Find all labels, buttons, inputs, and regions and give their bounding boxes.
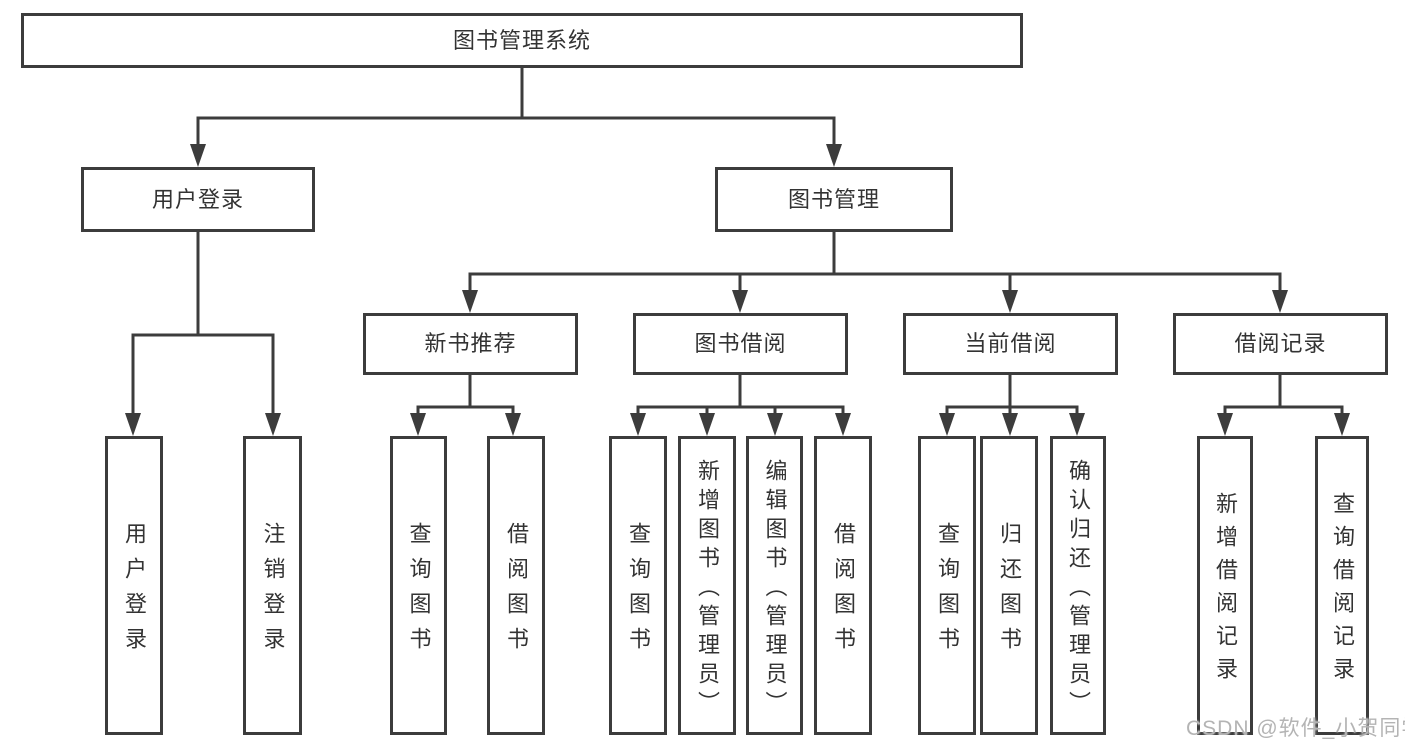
leaf-newbooks-query: 查询图书 [390, 436, 447, 735]
node-book-borrowing-label: 图书借阅 [694, 331, 787, 356]
connector-borrowrecords-to-leaves [1223, 373, 1344, 418]
leaf-records-add-label: 新增借阅记录 [1213, 492, 1238, 690]
leaf-borrowing-edit-admin-label: 编辑图书（管理员） [762, 458, 788, 720]
node-current-borrowing: 当前借阅 [903, 313, 1118, 375]
node-root: 图书管理系统 [21, 13, 1023, 68]
connector-userlogin-to-leaves [131, 230, 275, 418]
node-book-borrowing: 图书借阅 [633, 313, 848, 375]
leaf-borrowing-borrow: 借阅图书 [814, 436, 872, 735]
leaf-current-return-label: 归还图书 [997, 522, 1022, 662]
leaf-borrowing-query-label: 查询图书 [626, 522, 651, 662]
csdn-watermark: CSDN @软件_小贺同学 [1186, 717, 1405, 740]
leaf-borrowing-add-admin-label: 新增图书（管理员） [695, 458, 720, 720]
arrowhead-icons [125, 144, 1350, 436]
leaf-borrowing-edit-admin: 编辑图书（管理员） [746, 436, 803, 735]
node-current-borrowing-label: 当前借阅 [964, 331, 1057, 356]
leaf-borrowing-borrow-label: 借阅图书 [831, 522, 856, 662]
leaf-records-query-label: 查询借阅记录 [1330, 492, 1355, 690]
connector-newbooks-to-leaves [416, 373, 515, 418]
node-new-book-recommend-label: 新书推荐 [424, 331, 517, 356]
leaf-logout: 注销登录 [243, 436, 302, 735]
node-borrow-records-label: 借阅记录 [1234, 331, 1327, 356]
connector-bookmgmt-to-level3 [468, 230, 1282, 295]
node-root-label: 图书管理系统 [452, 27, 591, 53]
leaf-borrowing-add-admin: 新增图书（管理员） [678, 436, 736, 735]
leaf-current-query: 查询图书 [918, 436, 976, 735]
leaf-current-query-label: 查询图书 [935, 522, 960, 662]
connector-bookborrow-to-leaves [636, 373, 845, 418]
leaf-newbooks-borrow: 借阅图书 [487, 436, 545, 735]
leaf-records-add: 新增借阅记录 [1197, 436, 1253, 735]
node-new-book-recommend: 新书推荐 [363, 313, 578, 375]
node-user-login: 用户登录 [81, 167, 315, 232]
leaf-newbooks-query-label: 查询图书 [406, 522, 432, 662]
node-book-management-label: 图书管理 [787, 186, 880, 212]
leaf-current-return: 归还图书 [980, 436, 1038, 735]
leaf-borrowing-query: 查询图书 [609, 436, 667, 735]
node-book-management: 图书管理 [715, 167, 953, 232]
node-user-login-label: 用户登录 [151, 186, 244, 212]
leaf-current-confirm-return-admin-label: 确认归还（管理员） [1066, 458, 1091, 720]
leaf-user-login-label: 用户登录 [122, 522, 147, 662]
leaf-current-confirm-return-admin: 确认归还（管理员） [1050, 436, 1106, 735]
leaf-logout-label: 注销登录 [260, 522, 286, 662]
leaf-newbooks-borrow-label: 借阅图书 [504, 522, 529, 662]
leaf-user-login: 用户登录 [105, 436, 163, 735]
connector-root-to-level2 [196, 66, 836, 148]
connector-currentborrow-to-leaves [945, 373, 1079, 418]
leaf-records-query: 查询借阅记录 [1315, 436, 1369, 735]
node-borrow-records: 借阅记录 [1173, 313, 1388, 375]
